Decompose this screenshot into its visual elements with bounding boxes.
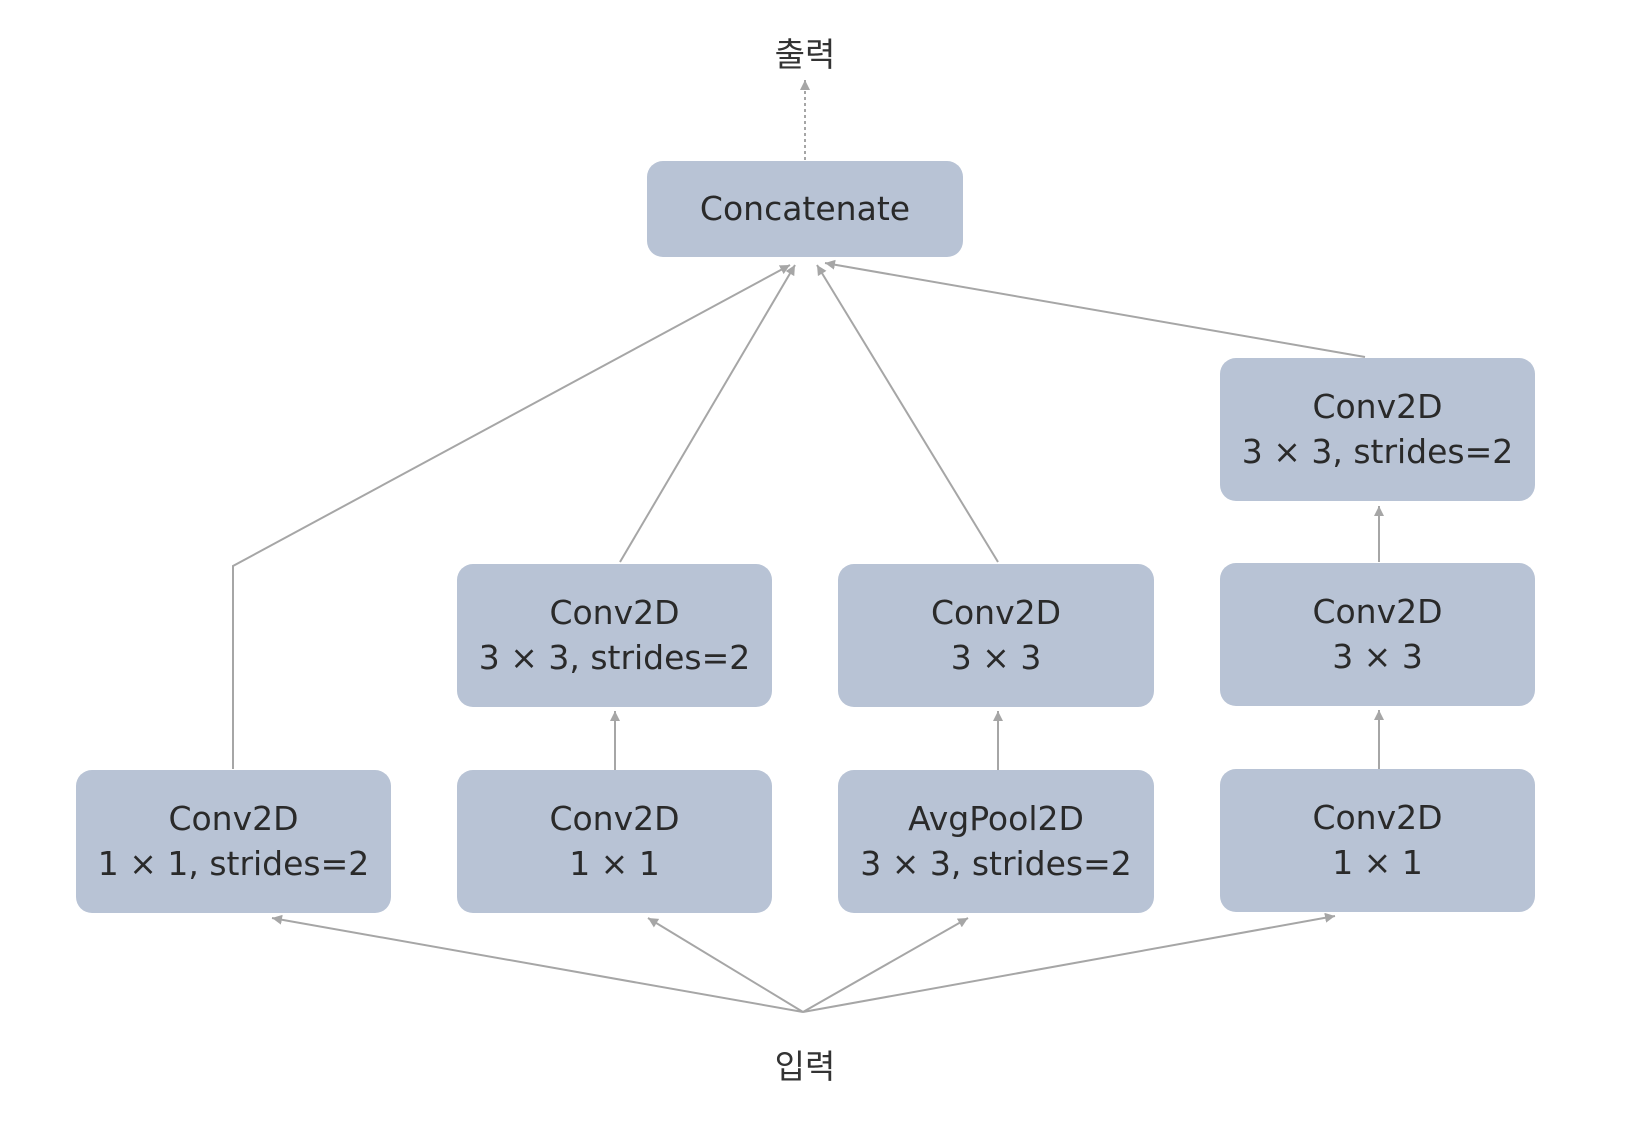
edge-input-to-b3 [802, 917, 969, 1013]
branch4-conv2d-1x1-node: Conv2D 1 × 1 [1220, 769, 1535, 912]
branch3-avgpool2d-node: AvgPool2D 3 × 3, strides=2 [838, 770, 1154, 913]
edge-b4-to-concat [824, 259, 1366, 358]
node-params: 3 × 3 [1332, 636, 1423, 676]
node-title: Conv2D [930, 592, 1062, 632]
node-params: 1 × 1 [569, 843, 660, 883]
input-label: 입력 [774, 1047, 836, 1086]
concatenate-label: Concatenate [699, 188, 911, 228]
node-title: Conv2D [1312, 591, 1443, 631]
output-label: 출력 [774, 35, 836, 74]
node-params: 3 × 3, strides=2 [1241, 431, 1514, 471]
branch4-conv2d-3x3-node: Conv2D 3 × 3 [1220, 563, 1535, 706]
edge-b1-to-concat [232, 264, 791, 769]
node-params: 1 × 1, strides=2 [97, 843, 370, 883]
node-title: Conv2D [168, 798, 299, 838]
node-params: 3 × 3, strides=2 [860, 843, 1132, 883]
branch2-conv2d-3x3-strides2-node: Conv2D 3 × 3, strides=2 [457, 564, 772, 707]
branch1-conv2d-1x1-strides2-node: Conv2D 1 × 1, strides=2 [76, 770, 391, 913]
node-title: Conv2D [549, 592, 680, 632]
edge-b3-to-concat [816, 264, 999, 563]
branch3-conv2d-3x3-node: Conv2D 3 × 3 [838, 564, 1154, 707]
node-title: Conv2D [1312, 386, 1443, 426]
node-params: 3 × 3 [950, 637, 1042, 677]
node-params: 3 × 3, strides=2 [478, 637, 751, 677]
node-title: Conv2D [549, 798, 680, 838]
branch2-conv2d-1x1-node: Conv2D 1 × 1 [457, 770, 772, 913]
edge-input-to-b2 [647, 917, 804, 1013]
node-title: Conv2D [1312, 797, 1443, 837]
concatenate-node: Concatenate [647, 161, 963, 257]
node-params: 1 × 1 [1332, 842, 1423, 882]
edge-b2-to-concat [619, 264, 796, 563]
edge-input-to-b1 [271, 914, 804, 1013]
branch4-conv2d-3x3-strides2-node: Conv2D 3 × 3, strides=2 [1220, 358, 1535, 501]
node-title: AvgPool2D [908, 798, 1084, 838]
edge-input-to-b4 [802, 912, 1336, 1013]
